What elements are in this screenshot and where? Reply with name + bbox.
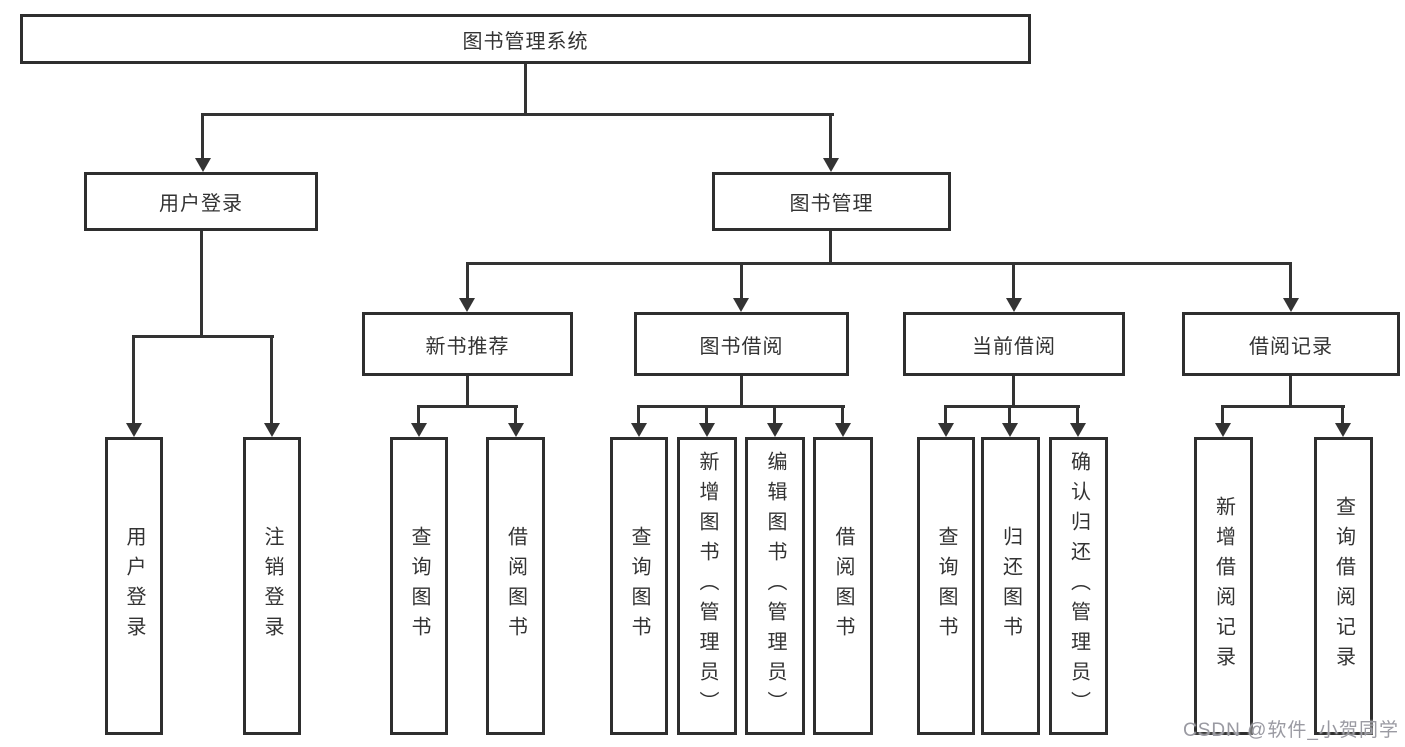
node-label: 查询图书 — [408, 526, 430, 646]
arrowhead-to-book-management-icon — [823, 158, 839, 172]
connector-to-br-query-stem — [1341, 405, 1344, 425]
node-br-query-record: 查询借阅记录 — [1314, 437, 1373, 735]
node-label: 借阅记录 — [1249, 335, 1333, 358]
arrowhead-to-bb-edit-icon — [767, 423, 783, 437]
csdn-watermark: CSDN @软件_小贺同学 — [1183, 720, 1399, 741]
arrowhead-to-br-query-icon — [1335, 423, 1351, 437]
node-cb-confirm-return-admin: 确认归还（管理员） — [1049, 437, 1108, 735]
node-label: 查询图书 — [935, 526, 957, 646]
node-label: 新增图书（管理员） — [696, 451, 718, 721]
connector-borrow-records-stub — [1289, 376, 1292, 408]
connector-to-br-add-stem — [1221, 405, 1224, 425]
arrowhead-to-br-add-icon — [1215, 423, 1231, 437]
arrowhead-to-bb-query-icon — [631, 423, 647, 437]
arrowhead-to-borrow-records-icon — [1283, 298, 1299, 312]
arrowhead-to-nb-query-icon — [411, 423, 427, 437]
connector-user-login-hline — [132, 335, 274, 338]
arrowhead-to-cb-query-icon — [938, 423, 954, 437]
arrowhead-to-bb-borrow-icon — [835, 423, 851, 437]
node-label: 当前借阅 — [972, 335, 1056, 358]
connector-book-management-hline — [466, 262, 1291, 265]
connector-current-borrow-stub — [1012, 376, 1015, 408]
connector-new-book-stub — [466, 376, 469, 408]
arrowhead-to-new-book-icon — [459, 298, 475, 312]
node-label: 注销登录 — [261, 526, 283, 646]
node-label: 借阅图书 — [832, 526, 854, 646]
connector-new-book-hline — [417, 405, 518, 408]
connector-to-cb-return-stem — [1008, 405, 1011, 425]
node-label: 归还图书 — [999, 526, 1022, 646]
connector-borrow-records-hline — [1221, 405, 1345, 408]
node-nb-borrow-books: 借阅图书 — [486, 437, 545, 735]
node-br-add-record: 新增借阅记录 — [1194, 437, 1253, 735]
arrowhead-to-logout-action-icon — [264, 423, 280, 437]
node-bb-borrow-books: 借阅图书 — [813, 437, 873, 735]
arrowhead-to-current-borrow-icon — [1006, 298, 1022, 312]
arrowhead-to-user-login-action-icon — [126, 423, 142, 437]
connector-to-bb-borrow-stem — [841, 405, 844, 425]
connector-to-cb-query-stem — [944, 405, 947, 425]
node-label: 图书借阅 — [699, 335, 784, 358]
node-user-login: 用户登录 — [84, 172, 318, 231]
node-book-management: 图书管理 — [712, 172, 951, 231]
node-label: 查询图书 — [628, 526, 650, 646]
node-nb-query-books: 查询图书 — [390, 437, 448, 735]
connector-to-book-borrow-stem — [740, 262, 743, 300]
arrowhead-to-user-login-icon — [195, 158, 211, 172]
node-label: 新书推荐 — [425, 335, 510, 358]
connector-to-bb-edit-stem — [773, 405, 776, 425]
node-label: 编辑图书（管理员） — [764, 451, 786, 721]
connector-to-book-management-stem — [829, 113, 832, 160]
arrowhead-to-nb-borrow-icon — [508, 423, 524, 437]
arrowhead-to-cb-confirm-icon — [1070, 423, 1086, 437]
node-label: 借阅图书 — [504, 526, 527, 646]
connector-root-stub — [524, 64, 527, 115]
node-label: 用户登录 — [159, 193, 243, 215]
connector-to-bb-query-stem — [637, 405, 640, 425]
connector-to-nb-query-stem — [417, 405, 420, 425]
connector-to-user-login-stem — [201, 113, 204, 160]
arrowhead-to-book-borrow-icon — [733, 298, 749, 312]
connector-book-management-stub — [829, 231, 832, 265]
node-label: 新增借阅记录 — [1212, 496, 1235, 676]
node-library-management-system: 图书管理系统 — [20, 14, 1031, 64]
connector-to-cb-confirm-stem — [1076, 405, 1079, 425]
connector-to-current-borrow-stem — [1012, 262, 1015, 300]
node-new-book-recommend: 新书推荐 — [362, 312, 573, 376]
node-label: 查询借阅记录 — [1332, 496, 1355, 676]
node-label: 确认归还（管理员） — [1067, 451, 1090, 721]
node-cb-return-books: 归还图书 — [981, 437, 1040, 735]
arrowhead-to-bb-add-icon — [699, 423, 715, 437]
connector-to-nb-borrow-stem — [514, 405, 517, 425]
node-bb-add-books-admin: 新增图书（管理员） — [677, 437, 737, 735]
arrowhead-to-cb-return-icon — [1002, 423, 1018, 437]
connector-to-borrow-records-stem — [1289, 262, 1292, 300]
connector-book-borrow-stub — [740, 376, 743, 408]
node-label: 图书管理系统 — [462, 30, 589, 53]
node-cb-query-books: 查询图书 — [917, 437, 975, 735]
node-borrowing-records: 借阅记录 — [1182, 312, 1400, 376]
connector-root-hline — [201, 113, 834, 116]
node-bb-edit-books-admin: 编辑图书（管理员） — [745, 437, 805, 735]
node-label: 图书管理 — [789, 193, 874, 215]
connector-current-borrow-hline — [944, 405, 1080, 408]
node-current-borrowing: 当前借阅 — [903, 312, 1125, 376]
connector-to-new-book-stem — [466, 262, 469, 300]
node-logout-action: 注销登录 — [243, 437, 301, 735]
node-user-login-action: 用户登录 — [105, 437, 163, 735]
connector-to-logout-action-stem — [270, 335, 273, 425]
node-label: 用户登录 — [123, 526, 145, 646]
node-bb-query-books: 查询图书 — [610, 437, 668, 735]
connector-book-borrow-hline — [637, 405, 845, 408]
connector-to-bb-add-stem — [705, 405, 708, 425]
connector-user-login-stub — [200, 231, 203, 338]
node-book-borrowing: 图书借阅 — [634, 312, 849, 376]
connector-to-user-login-action-stem — [132, 335, 135, 425]
